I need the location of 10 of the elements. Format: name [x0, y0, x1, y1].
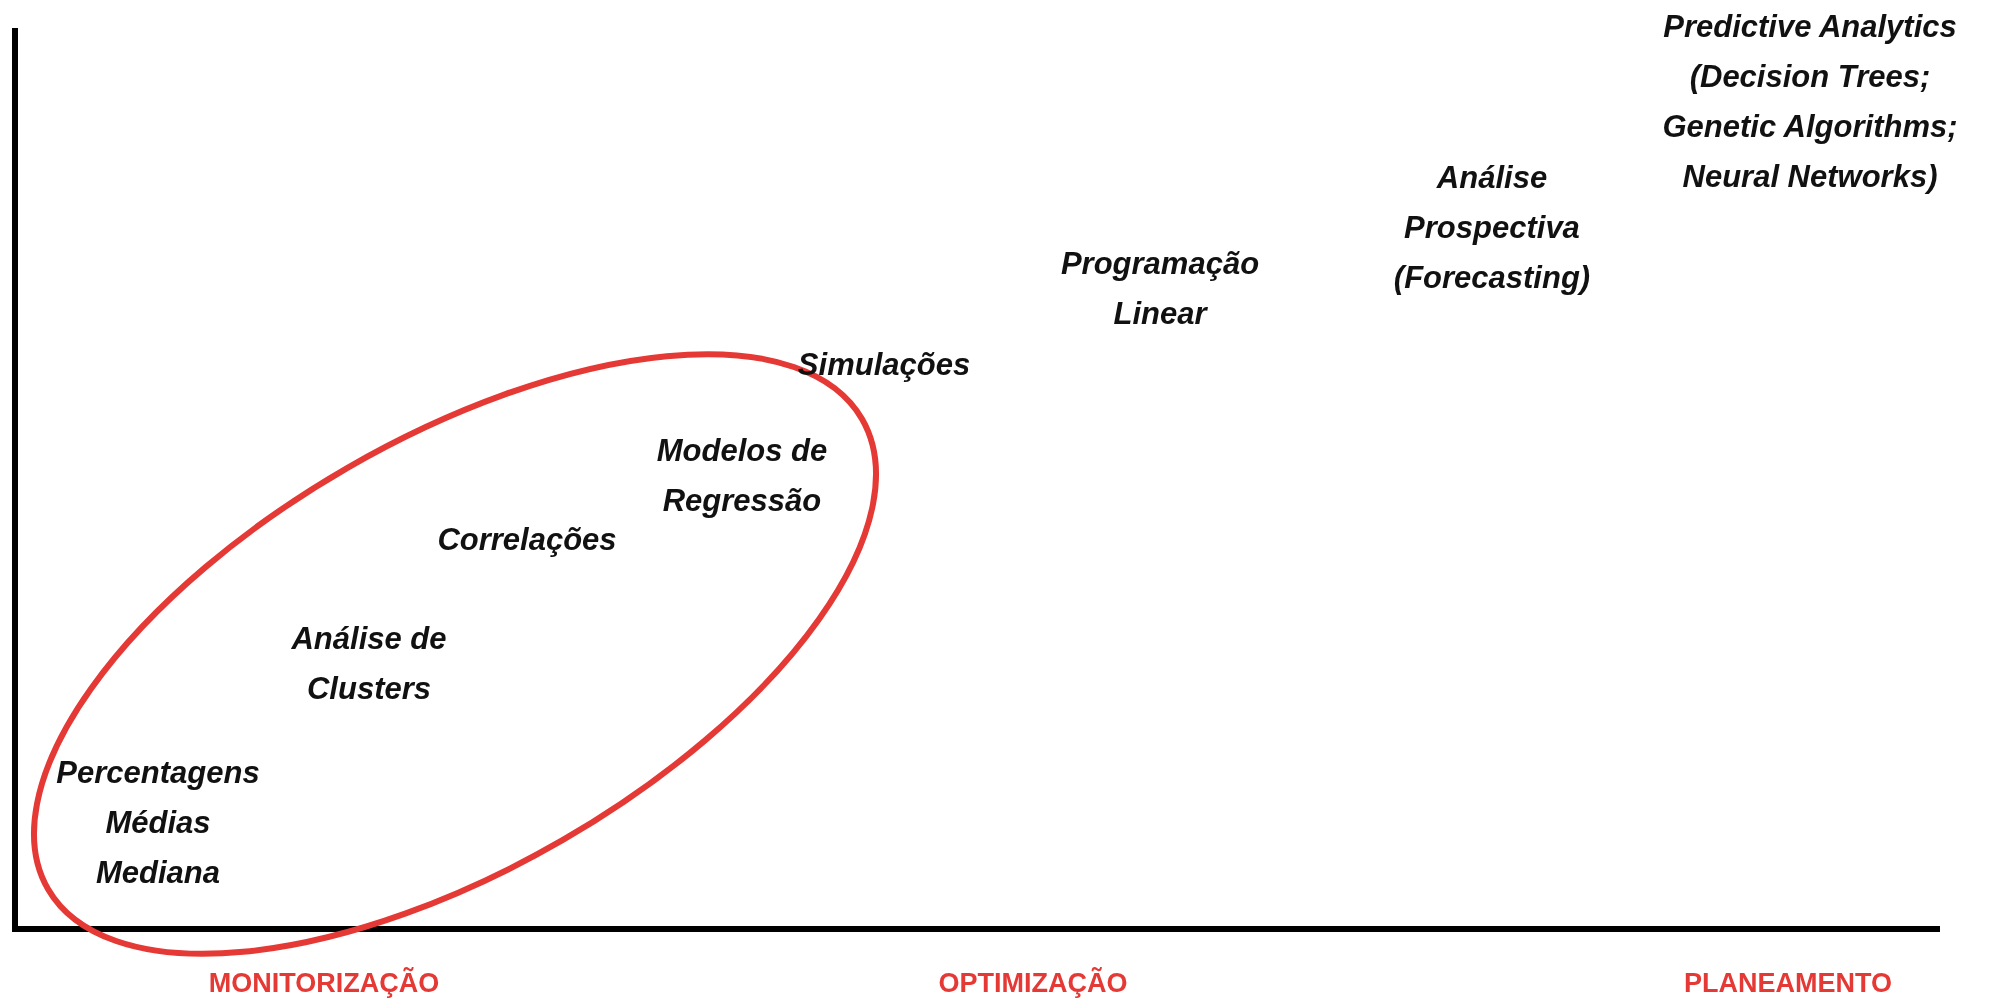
method-label: Programação Linear: [1059, 245, 1261, 333]
method-label: Análise de Clusters: [290, 620, 448, 708]
method-label: Análise Prospectiva (Forecasting): [1392, 159, 1592, 297]
axis-label: PLANEAMENTO: [1684, 967, 1892, 1000]
method-label: Correlações: [437, 521, 617, 559]
method-label: Percentagens Médias Mediana: [56, 754, 260, 892]
method-label: Modelos de Regressão: [655, 432, 829, 520]
method-label: Predictive Analytics (Decision Trees; Genetic Algorithms; Neural Networks): [1661, 8, 1959, 196]
axis-label: OPTIMIZAÇÃO: [938, 966, 1128, 1000]
method-label: Simulações: [797, 346, 971, 384]
